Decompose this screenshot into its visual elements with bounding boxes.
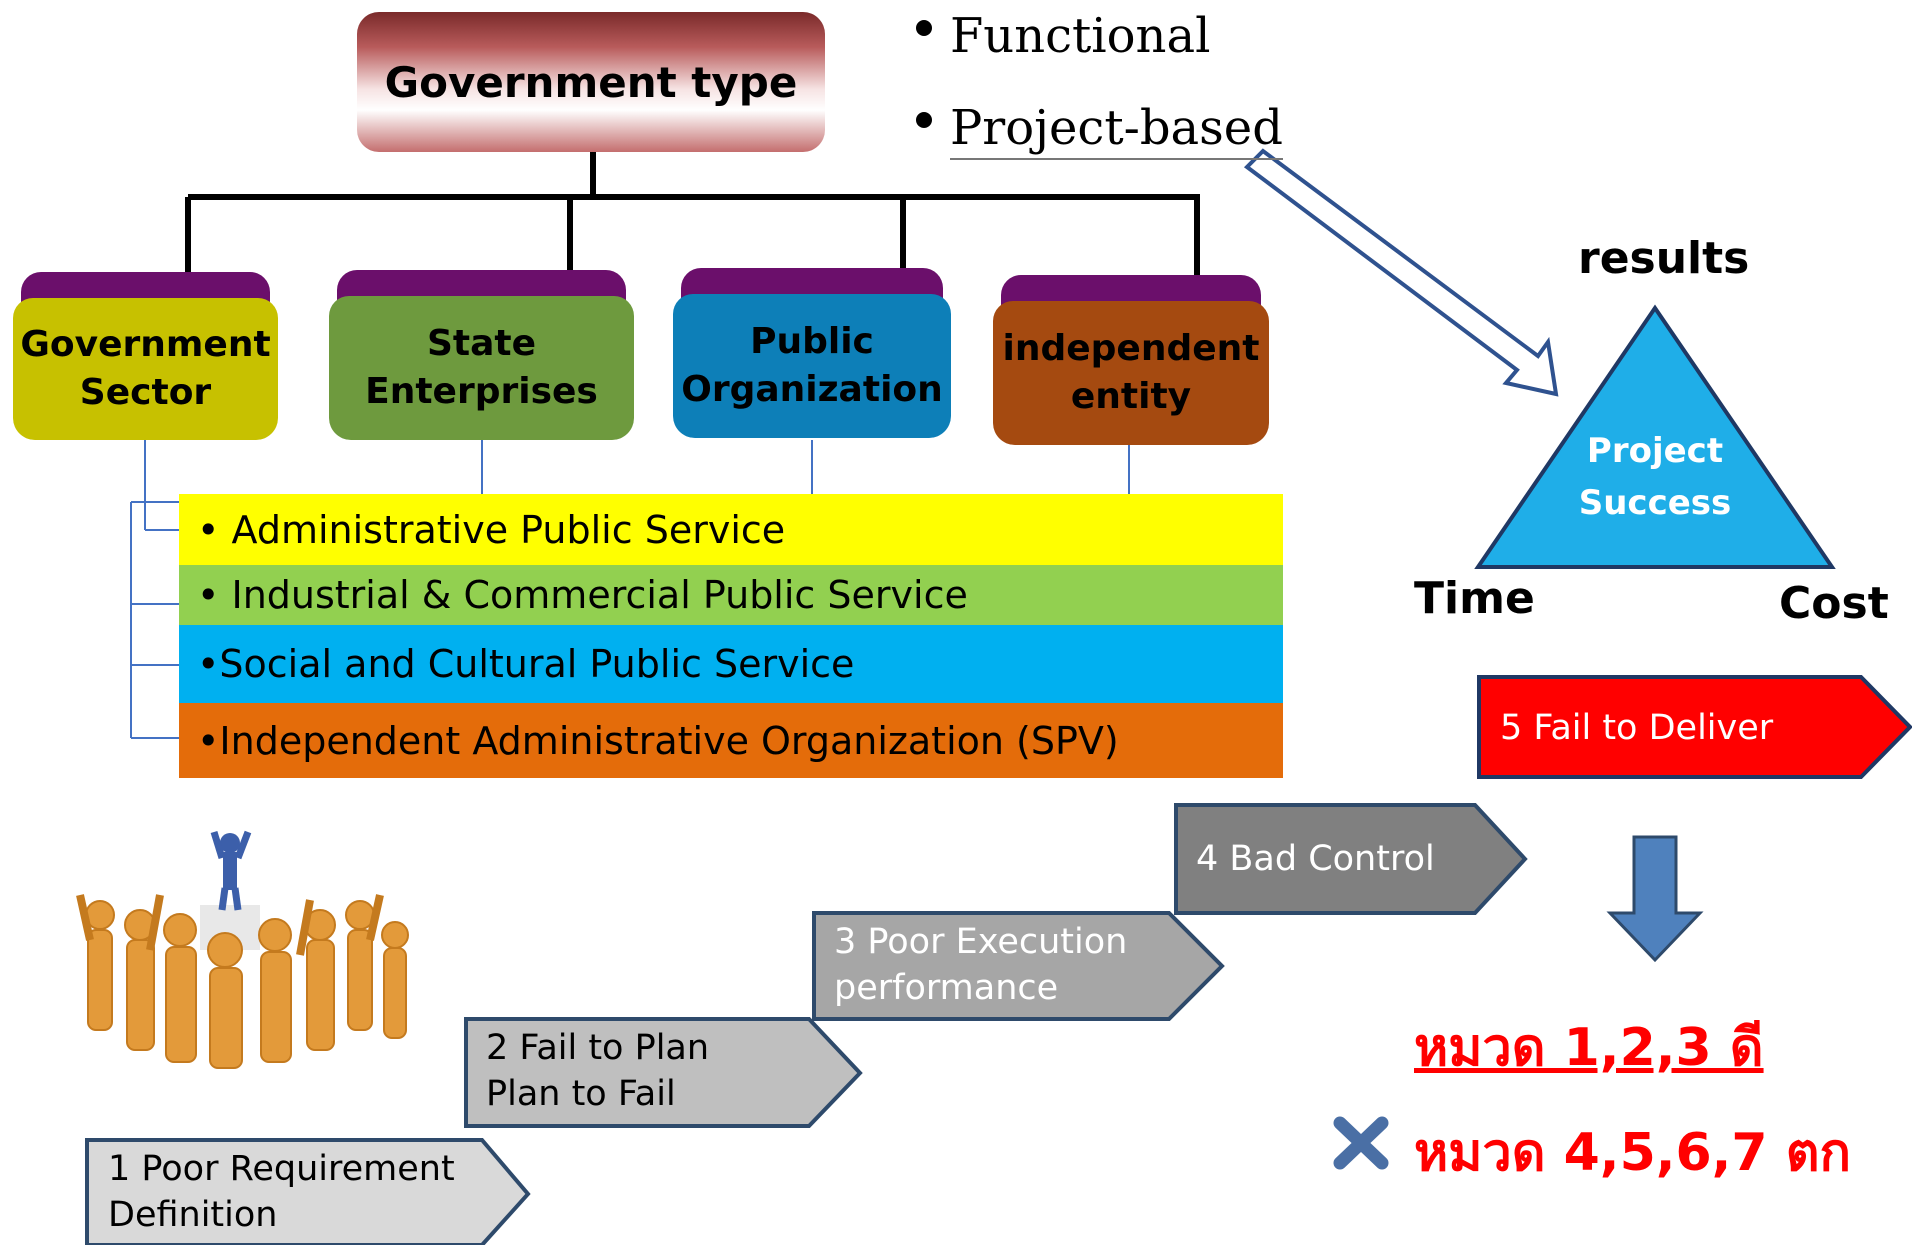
step-3-label: 3 Poor Execution performance bbox=[834, 922, 1128, 1008]
step-2-arrow bbox=[464, 1017, 863, 1128]
bullet-project-based: Project-based bbox=[950, 100, 1283, 160]
service-independent-spv: •Independent Administrative Organization… bbox=[179, 703, 1283, 778]
triangle-center-label: Project Success bbox=[1578, 431, 1732, 523]
category-label: independent entity bbox=[993, 301, 1269, 445]
service-industrial-commercial: • Industrial & Commercial Public Service bbox=[179, 565, 1283, 625]
bullet-icon bbox=[916, 112, 932, 128]
category-independent-entity: independent entity bbox=[993, 275, 1269, 445]
step-5-arrow bbox=[1477, 675, 1912, 779]
government-type-title: Government type bbox=[357, 12, 825, 152]
triangle-cost-label: Cost bbox=[1779, 578, 1889, 629]
step-2-label: 2 Fail to Plan Plan to Fail bbox=[486, 1028, 710, 1114]
step-4-arrow bbox=[1174, 803, 1528, 915]
service-administrative: • Administrative Public Service bbox=[179, 494, 1283, 565]
bullet-functional: Functional bbox=[950, 8, 1211, 64]
category-label: Public Organization bbox=[673, 294, 951, 438]
outcome-bad: หมวด 4,5,6,7 ตก bbox=[1414, 1123, 1851, 1183]
cross-icon bbox=[1333, 1116, 1389, 1170]
category-government-sector: Government Sector bbox=[13, 272, 278, 440]
step-1-label: 1 Poor Requirement Definition bbox=[108, 1149, 455, 1235]
category-label: Government Sector bbox=[13, 298, 278, 440]
org-tree-connectors bbox=[185, 152, 1200, 275]
step-4-label: 4 Bad Control bbox=[1196, 839, 1435, 879]
bullet-icon bbox=[916, 20, 932, 36]
outcome-good: หมวด 1,2,3 ดี bbox=[1414, 1018, 1764, 1078]
service-social-cultural: •Social and Cultural Public Service bbox=[179, 625, 1283, 703]
down-arrow-icon bbox=[1606, 835, 1704, 963]
hollow-arrow-icon bbox=[1243, 148, 1559, 397]
step-1-arrow bbox=[85, 1138, 531, 1245]
category-state-enterprises: State Enterprises bbox=[329, 270, 634, 440]
people-cheering-icon bbox=[70, 830, 420, 1080]
category-label: State Enterprises bbox=[329, 296, 634, 440]
triangle-time-label: Time bbox=[1414, 573, 1535, 624]
project-success-triangle bbox=[1474, 304, 1836, 569]
step-5-label: 5 Fail to Deliver bbox=[1500, 708, 1774, 748]
triangle-results-label: results bbox=[1578, 233, 1750, 284]
step-3-arrow bbox=[812, 911, 1225, 1021]
category-public-organization: Public Organization bbox=[673, 268, 951, 438]
